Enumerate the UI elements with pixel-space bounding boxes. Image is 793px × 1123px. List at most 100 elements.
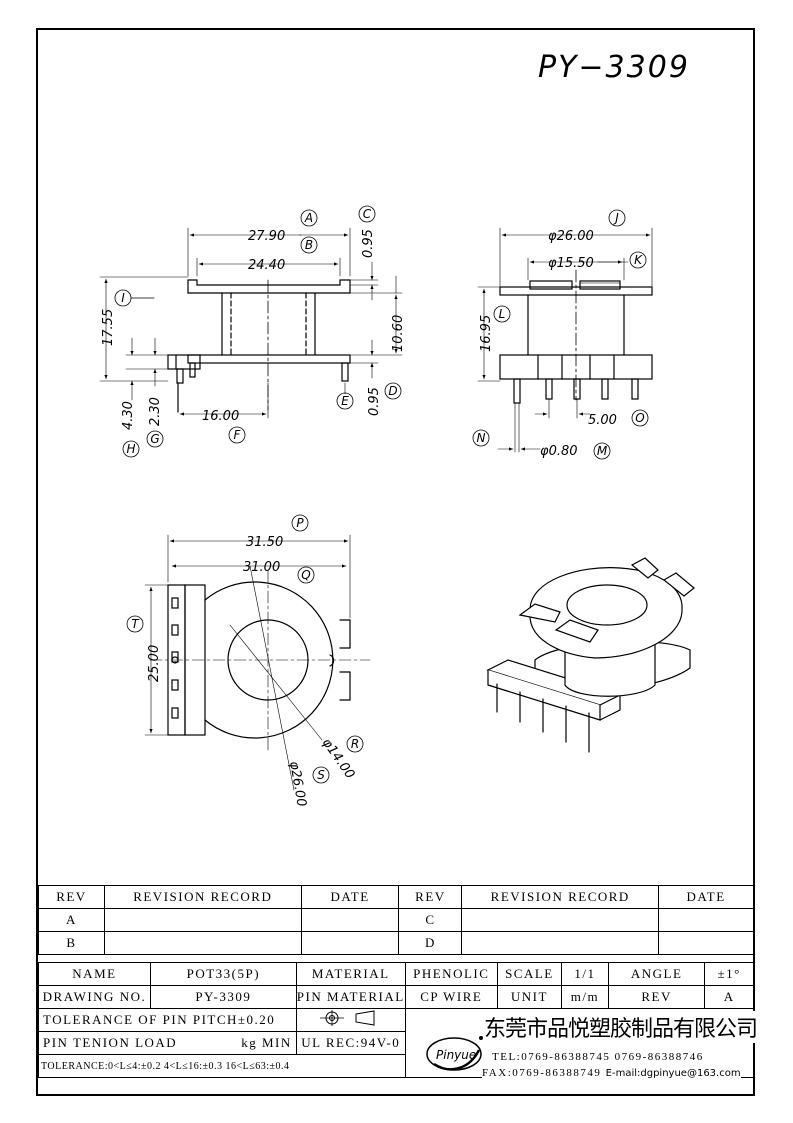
record-cell [103, 931, 302, 955]
dim-10-60: 10.60 [391, 315, 406, 352]
dim-dia-26-00-side: φ26.00 [548, 229, 594, 244]
name-label: NAME [38, 962, 151, 986]
side-view-callouts [472, 209, 649, 460]
pin-material-value: CP WIRE [404, 985, 498, 1009]
label-H: H [126, 442, 135, 456]
pinyue-logo: Pinyue [426, 1036, 483, 1071]
top-view-callouts [126, 514, 364, 784]
dim-16-00: 16.00 [202, 409, 239, 424]
angle-value: ±1° [704, 962, 754, 986]
projection-symbol-icon [319, 1010, 375, 1026]
revision-header-row: REV REVISION RECORD DATE REV REVISION RE… [38, 885, 754, 909]
name-value: POT33(5P) [149, 962, 297, 986]
technical-drawing: 27.90 24.40 16.00 0.95 10.60 0.95 17.55 … [99, 205, 695, 808]
ul-rec: UL REC:94V-0 [295, 1031, 406, 1055]
side-view [477, 227, 653, 453]
drawing-no-label: DRAWING NO. [38, 985, 151, 1009]
date-cell [658, 931, 754, 955]
dim-0-95-bottom: 0.95 [367, 387, 382, 416]
dim-17-55: 17.55 [101, 309, 116, 346]
label-Q: Q [301, 568, 310, 582]
revision-row: B D [38, 931, 754, 955]
dim-2-30: 2.30 [148, 397, 163, 426]
company-tel: TEL:0769-86388745 0769-86388746 [492, 1051, 704, 1063]
drawing-no-value: PY-3309 [149, 985, 297, 1009]
pin-tension-row: PIN TENION LOAD kg MIN [38, 1031, 297, 1055]
unit-label: UNIT [496, 985, 562, 1009]
dim-dia-26-00-top: φ26.00 [286, 760, 309, 808]
side-view-dimensions: φ26.00 φ15.50 5.00 φ0.80 16.95 [479, 229, 617, 459]
tolerance-line: TOLERANCE:0<L≤4:±0.2 4<L≤16:±0.3 16<L≤63… [38, 1054, 406, 1078]
isometric-view [486, 557, 695, 753]
label-O: O [635, 411, 644, 425]
material-label: MATERIAL [295, 962, 406, 986]
rev-value: A [704, 985, 754, 1009]
date-header: DATE [300, 885, 400, 909]
material-value: PHENOLIC [404, 962, 498, 986]
tolerance-symbols [295, 1008, 406, 1032]
company-fax-row: FAX:0769-86388749 E-mail:dgpinyue@163.co… [482, 1067, 741, 1079]
label-F: F [234, 428, 242, 442]
pin-pitch-tolerance: TOLERANCE OF PIN PITCH±0.20 [38, 1008, 297, 1032]
label-S: S [317, 768, 325, 782]
dim-24-40: 24.40 [248, 258, 285, 273]
label-G: G [150, 432, 159, 446]
dim-dia-0-80: φ0.80 [540, 444, 578, 459]
rev-header: REV [38, 885, 105, 909]
record-cell [461, 931, 660, 955]
label-K: K [634, 253, 643, 267]
front-view [99, 227, 403, 419]
date-cell [300, 908, 400, 932]
dim-dia-15-50: φ15.50 [548, 256, 594, 271]
dim-27-90: 27.90 [248, 229, 285, 244]
rev-cell: D [398, 931, 463, 955]
front-view-callouts [114, 205, 402, 458]
side-view-callout-letters: J K L M N O [477, 211, 645, 458]
rev-label: REV [607, 985, 706, 1009]
dim-31-50: 31.50 [246, 535, 283, 550]
rev-cell: C [398, 908, 463, 932]
angle-label: ANGLE [607, 962, 706, 986]
label-B: B [305, 238, 313, 252]
label-R: R [351, 737, 359, 751]
label-M: M [597, 444, 608, 458]
label-L: L [499, 307, 506, 321]
revision-record-header-2: REVISION RECORD [461, 885, 660, 909]
record-cell [461, 908, 660, 932]
rev-cell: A [38, 908, 105, 932]
company-email: E-mail:dgpinyue@163.com [605, 1068, 741, 1079]
date-cell [658, 908, 754, 932]
rev-cell: B [38, 931, 105, 955]
top-view-callout-letters: P Q R S T [131, 516, 359, 782]
front-view-callout-letters: A B C D E F G H I [121, 207, 397, 456]
date-header-2: DATE [658, 885, 754, 909]
logo-text: Pinyue [436, 1048, 476, 1062]
dim-25-00: 25.00 [147, 645, 162, 682]
revision-row: A C [38, 908, 754, 932]
label-I: I [121, 291, 125, 305]
scale-label: SCALE [496, 962, 562, 986]
front-view-dimensions: 27.90 24.40 16.00 0.95 10.60 0.95 17.55 … [101, 229, 406, 430]
label-E: E [341, 394, 349, 408]
revision-table: REV REVISION RECORD DATE REV REVISION RE… [38, 885, 754, 955]
dim-4-30: 4.30 [121, 401, 136, 430]
top-view [144, 534, 371, 791]
label-D: D [388, 384, 397, 398]
company-name: 东莞市品悦塑胶制品有限公司 [484, 1011, 758, 1043]
part-number-title: PY−3309 [538, 50, 690, 85]
date-cell [300, 931, 400, 955]
record-cell [103, 908, 302, 932]
dim-0-95-top: 0.95 [361, 229, 376, 258]
label-A: A [304, 211, 313, 225]
pin-tension-unit: kg MIN [241, 1035, 292, 1050]
label-T: T [131, 617, 140, 631]
rev-header-2: REV [398, 885, 463, 909]
dim-31-00: 31.00 [243, 560, 280, 575]
label-P: P [296, 516, 304, 530]
company-fax: FAX:0769-86388749 [482, 1067, 602, 1079]
label-N: N [477, 431, 486, 445]
drawing-frame [36, 28, 755, 1096]
label-J: J [613, 211, 619, 225]
pin-tension-label: PIN TENION LOAD [43, 1035, 178, 1050]
revision-record-header: REVISION RECORD [103, 885, 302, 909]
